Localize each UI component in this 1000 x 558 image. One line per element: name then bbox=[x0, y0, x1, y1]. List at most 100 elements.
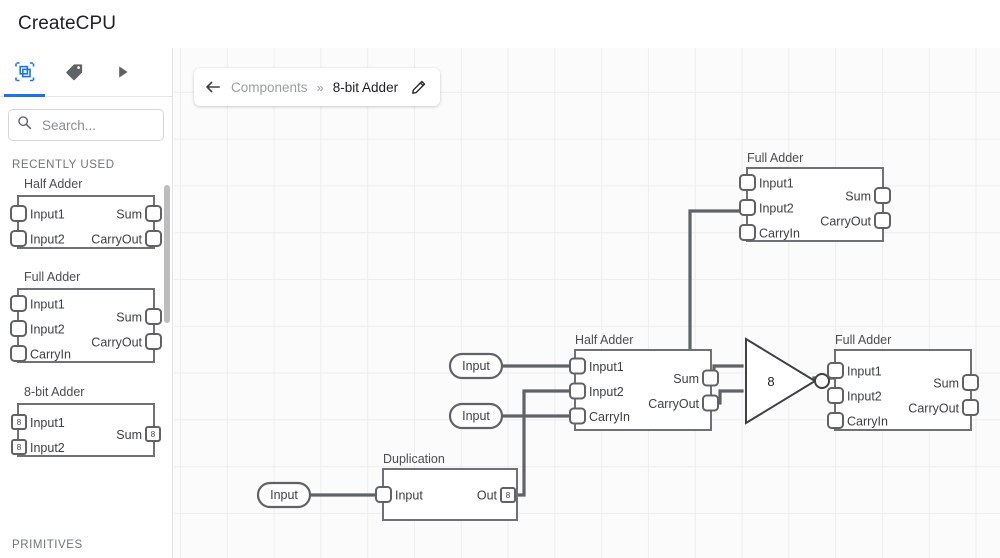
node-full-adder-top[interactable]: Full Adder Input1 Input2 CarryIn Sum Car… bbox=[739, 151, 891, 242]
io-port-label: Input bbox=[462, 409, 490, 423]
tab-tags[interactable] bbox=[49, 49, 98, 96]
pin-input[interactable] bbox=[375, 486, 392, 503]
node-title: Full Adder bbox=[747, 151, 803, 165]
pin-carryout[interactable] bbox=[874, 212, 891, 229]
breadcrumb-parent[interactable]: Components bbox=[231, 79, 308, 95]
schematic-graph: Full Adder Input1 Input2 CarryIn Sum Car… bbox=[256, 151, 979, 521]
pin-label: Input1 bbox=[30, 416, 65, 430]
pin-label: CarryOut bbox=[648, 397, 699, 411]
palette-item-title: Full Adder bbox=[24, 270, 81, 284]
pin-carryout[interactable] bbox=[702, 394, 719, 412]
breadcrumb: Components » 8-bit Adder bbox=[194, 68, 441, 106]
pin-sum[interactable] bbox=[962, 374, 979, 391]
sidebar: RECENTLY USED Half Adder Input1 Input2 S… bbox=[0, 48, 173, 558]
section-recently-used-label: RECENTLY USED bbox=[12, 159, 115, 171]
io-port-input-1[interactable]: Input bbox=[448, 352, 504, 380]
pin-width-label: 8 bbox=[151, 430, 156, 439]
breadcrumb-current[interactable]: 8-bit Adder bbox=[332, 79, 399, 95]
tab-components[interactable] bbox=[0, 49, 49, 97]
pin-label: Sum bbox=[116, 428, 142, 442]
sidebar-tabbar bbox=[0, 48, 172, 97]
pin-label: CarryOut bbox=[908, 402, 959, 416]
components-icon bbox=[14, 61, 36, 83]
node-half-adder-center[interactable]: Half Adder Input1 Input2 CarryIn Sum Car… bbox=[569, 333, 719, 431]
tag-icon bbox=[64, 62, 84, 82]
pin-input1[interactable] bbox=[827, 362, 844, 379]
node-duplication[interactable]: Duplication 8 Input Out bbox=[375, 452, 518, 521]
pin-width-label: 8 bbox=[506, 491, 511, 500]
pin-label: Sum bbox=[845, 190, 871, 204]
component-palette: Half Adder Input1 Input2 Sum CarryOut bbox=[0, 177, 172, 515]
pin-label: Sum bbox=[933, 377, 959, 391]
section-primitives-label: PRIMITIVES bbox=[12, 539, 83, 551]
pin-label: Input2 bbox=[759, 202, 794, 216]
pin-label: Input1 bbox=[759, 177, 794, 191]
pin-carryout[interactable] bbox=[962, 399, 979, 416]
pin-label: Out bbox=[477, 489, 498, 503]
pin-label: Input2 bbox=[589, 385, 624, 399]
arrow-left-icon[interactable] bbox=[204, 78, 222, 96]
pin-label: Input2 bbox=[30, 233, 65, 247]
app-title: CreateCPU bbox=[18, 13, 117, 34]
pin-label: CarryOut bbox=[91, 233, 142, 247]
pin-sum[interactable] bbox=[702, 369, 719, 387]
palette-item-graphic: 8 8 8 Input1 Input2 Sum bbox=[11, 403, 161, 457]
pin-label: Input1 bbox=[30, 298, 65, 312]
palette-item-title: Half Adder bbox=[24, 177, 83, 191]
pin-label: CarryIn bbox=[30, 348, 71, 362]
pin-label: Sum bbox=[116, 208, 142, 222]
palette-scrollbar[interactable] bbox=[164, 177, 170, 515]
schematic-canvas[interactable]: Full Adder Input1 Input2 CarryIn Sum Car… bbox=[174, 48, 1000, 558]
tab-run[interactable] bbox=[98, 49, 147, 96]
palette-item-full-adder[interactable]: Full Adder Input1 Input2 CarryIn Sum Car… bbox=[10, 270, 162, 371]
pin-label: Input1 bbox=[847, 365, 882, 379]
pin-carryin[interactable] bbox=[827, 412, 844, 429]
pin-input1[interactable] bbox=[569, 357, 586, 375]
play-icon bbox=[114, 63, 132, 81]
pencil-icon[interactable] bbox=[411, 80, 426, 95]
pin-label: CarryIn bbox=[759, 227, 800, 241]
pin-label: Input1 bbox=[589, 360, 624, 374]
search-icon bbox=[17, 115, 40, 135]
pin-label: Input2 bbox=[847, 390, 882, 404]
io-port-input-3[interactable]: Input bbox=[256, 481, 312, 509]
node-title: Duplication bbox=[383, 452, 445, 466]
pin-sum[interactable] bbox=[874, 187, 891, 204]
palette-item-title: 8-bit Adder bbox=[24, 385, 85, 399]
pin-carryin[interactable] bbox=[569, 407, 586, 425]
pin-label: CarryOut bbox=[91, 336, 142, 350]
node-full-adder-right[interactable]: Full Adder Input1 Input2 CarryIn Sum Car… bbox=[827, 333, 979, 431]
io-port-input-2[interactable]: Input bbox=[448, 402, 504, 430]
breadcrumb-separator: » bbox=[316, 79, 324, 95]
node-title: Full Adder bbox=[835, 333, 891, 347]
pin-input1[interactable] bbox=[739, 174, 756, 191]
pin-label: CarryIn bbox=[589, 410, 630, 424]
pin-input2[interactable] bbox=[827, 387, 844, 404]
palette-item-half-adder[interactable]: Half Adder Input1 Input2 Sum CarryOut bbox=[10, 177, 162, 256]
pin-width-label: 8 bbox=[17, 418, 22, 427]
pin-label: CarryIn bbox=[847, 415, 888, 429]
pin-width-label: 8 bbox=[17, 443, 22, 452]
io-port-label: Input bbox=[462, 359, 490, 373]
gate-width-label: 8 bbox=[767, 374, 774, 389]
pin-input2[interactable] bbox=[569, 382, 586, 400]
pin-label: Sum bbox=[673, 372, 699, 386]
pin-label: CarryOut bbox=[820, 215, 871, 229]
search-input[interactable] bbox=[40, 116, 155, 134]
palette-item-graphic: Input1 Input2 CarryIn Sum CarryOut bbox=[10, 288, 162, 363]
pin-out[interactable] bbox=[500, 487, 516, 503]
buffer-gate[interactable]: 8 bbox=[745, 337, 830, 425]
palette-item-8bit-adder[interactable]: 8-bit Adder 8 8 8 Input1 Input2 Sum bbox=[10, 385, 162, 464]
pin-label: Input2 bbox=[30, 323, 65, 337]
pin-carryin[interactable] bbox=[739, 224, 756, 241]
search-container bbox=[8, 109, 164, 141]
pin-label: Input bbox=[395, 489, 423, 503]
pin-label: Input1 bbox=[30, 208, 65, 222]
io-port-label: Input bbox=[270, 488, 298, 502]
node-title: Half Adder bbox=[575, 333, 633, 347]
search-box[interactable] bbox=[8, 109, 164, 141]
pin-input2[interactable] bbox=[739, 199, 756, 216]
pin-label: Input2 bbox=[30, 441, 65, 455]
palette-scrollbar-thumb[interactable] bbox=[164, 185, 170, 323]
